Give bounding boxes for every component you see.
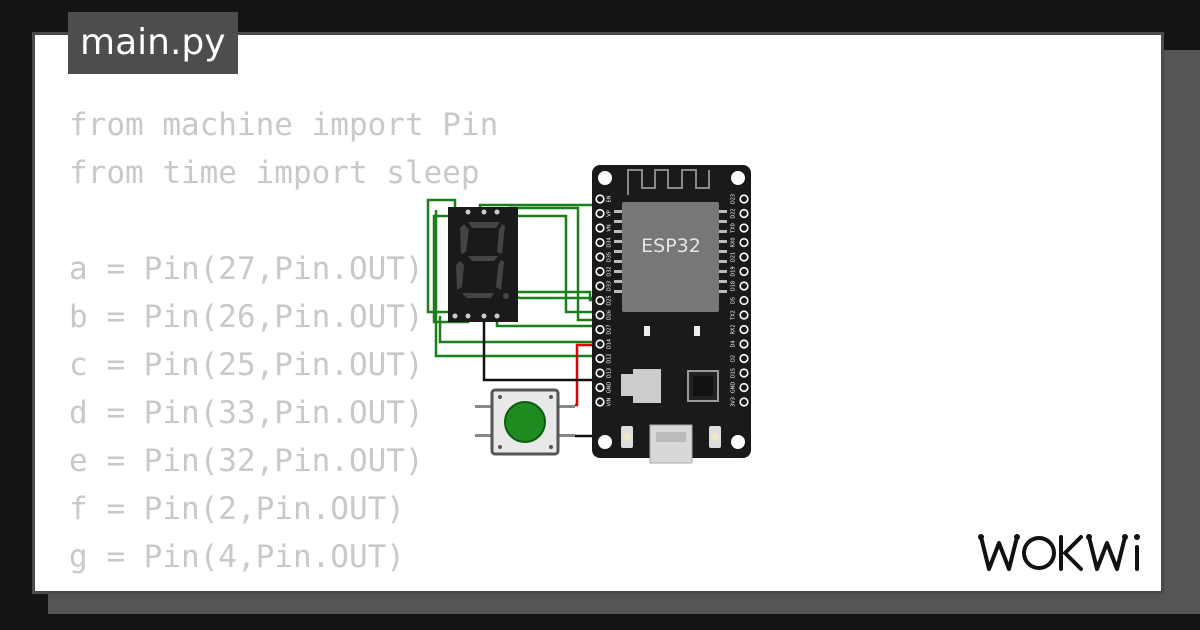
code-line: from time import sleep bbox=[69, 155, 480, 191]
header-pin[interactable] bbox=[595, 194, 605, 204]
pin-label: D35 bbox=[607, 252, 613, 262]
header-pin[interactable] bbox=[595, 252, 605, 262]
header-pin[interactable] bbox=[595, 237, 605, 248]
header-pin[interactable] bbox=[595, 339, 605, 349]
header-pin[interactable] bbox=[739, 339, 749, 349]
file-tab-label: main.py bbox=[80, 22, 226, 63]
header-pin[interactable] bbox=[739, 208, 749, 219]
pin-label: D19 bbox=[731, 266, 737, 276]
pin-label: D15 bbox=[731, 368, 737, 378]
header-pin[interactable] bbox=[595, 266, 605, 277]
pin-label: D14 bbox=[607, 339, 613, 349]
pin-label: VP bbox=[607, 210, 613, 216]
code-line: c = Pin(25,Pin.OUT) bbox=[69, 347, 424, 383]
pin-label: D27 bbox=[607, 324, 613, 334]
pin-label: D32 bbox=[607, 266, 613, 276]
code-line: f = Pin(2,Pin.OUT) bbox=[69, 491, 405, 527]
header-pin[interactable] bbox=[595, 223, 605, 233]
code-line: d = Pin(33,Pin.OUT) bbox=[69, 395, 424, 431]
pin-label: TX2 bbox=[731, 310, 737, 321]
header-pin[interactable] bbox=[595, 368, 605, 378]
pin-label: GND bbox=[731, 382, 737, 394]
pin-label: D34 bbox=[607, 237, 613, 247]
pin-label: D26 bbox=[607, 310, 613, 320]
pin-label: D2 bbox=[731, 355, 737, 362]
pin-label: D12 bbox=[607, 353, 613, 363]
code-line: b = Pin(26,Pin.OUT) bbox=[69, 299, 424, 335]
pin-label: 3V3 bbox=[731, 397, 737, 407]
pin-label: TX0 bbox=[731, 223, 737, 234]
pin-label: VN bbox=[607, 224, 613, 231]
pin-label: GND bbox=[607, 382, 613, 394]
header-pin[interactable] bbox=[739, 324, 749, 335]
pin-label: D22 bbox=[731, 208, 737, 218]
header-pin[interactable] bbox=[595, 353, 605, 364]
pin-label: EN bbox=[607, 195, 613, 202]
header-pin[interactable] bbox=[595, 324, 605, 335]
pin-label: RX2 bbox=[731, 324, 737, 334]
circuit-diagram: ESP32 ENVPVND34D35D32D33D25D26D27D14D12D… bbox=[426, 165, 751, 464]
header-pin[interactable] bbox=[595, 310, 605, 320]
pin-label: D23 bbox=[731, 194, 737, 204]
header-pin[interactable] bbox=[739, 295, 749, 306]
pin-label: D4 bbox=[731, 340, 737, 347]
pin-label: D25 bbox=[607, 295, 613, 305]
header-pin[interactable] bbox=[595, 397, 605, 407]
wokwi-logo bbox=[978, 534, 1140, 571]
code-line: a = Pin(27,Pin.OUT) bbox=[69, 251, 424, 287]
header-pin[interactable] bbox=[739, 382, 749, 393]
header-pin[interactable] bbox=[739, 397, 749, 407]
esp32-board[interactable]: ESP32 bbox=[592, 165, 751, 464]
pin-label: D5 bbox=[731, 297, 737, 304]
header-pin[interactable] bbox=[739, 310, 749, 320]
header-pin[interactable] bbox=[595, 281, 605, 291]
header-pin[interactable] bbox=[739, 237, 749, 248]
pin-label: D21 bbox=[731, 252, 737, 262]
header-pin[interactable] bbox=[739, 281, 749, 291]
code-editor[interactable]: from machine import Pin from time import… bbox=[69, 101, 498, 581]
pin-label: D33 bbox=[607, 281, 613, 291]
push-button[interactable] bbox=[475, 388, 575, 456]
code-line: e = Pin(32,Pin.OUT) bbox=[69, 443, 424, 479]
seven-segment-display[interactable] bbox=[448, 207, 518, 322]
code-line: g = Pin(4,Pin.OUT) bbox=[69, 539, 405, 575]
code-line: from machine import Pin bbox=[69, 107, 499, 143]
file-tab[interactable]: main.py bbox=[68, 12, 238, 74]
header-pin[interactable] bbox=[739, 194, 749, 204]
pin-label: D18 bbox=[731, 281, 737, 291]
pin-label: VIN bbox=[607, 397, 613, 406]
header-pin[interactable] bbox=[739, 252, 749, 262]
header-pin[interactable] bbox=[595, 208, 605, 219]
pin-label: D13 bbox=[607, 368, 613, 378]
header-pin[interactable] bbox=[595, 295, 605, 306]
header-pin[interactable] bbox=[739, 223, 749, 233]
header-pin[interactable] bbox=[739, 353, 749, 364]
header-pin[interactable] bbox=[739, 266, 749, 277]
pin-label: RX0 bbox=[731, 237, 737, 247]
header-pin[interactable] bbox=[739, 368, 749, 378]
header-pin[interactable] bbox=[595, 382, 605, 393]
esp32-label: ESP32 bbox=[641, 235, 701, 257]
